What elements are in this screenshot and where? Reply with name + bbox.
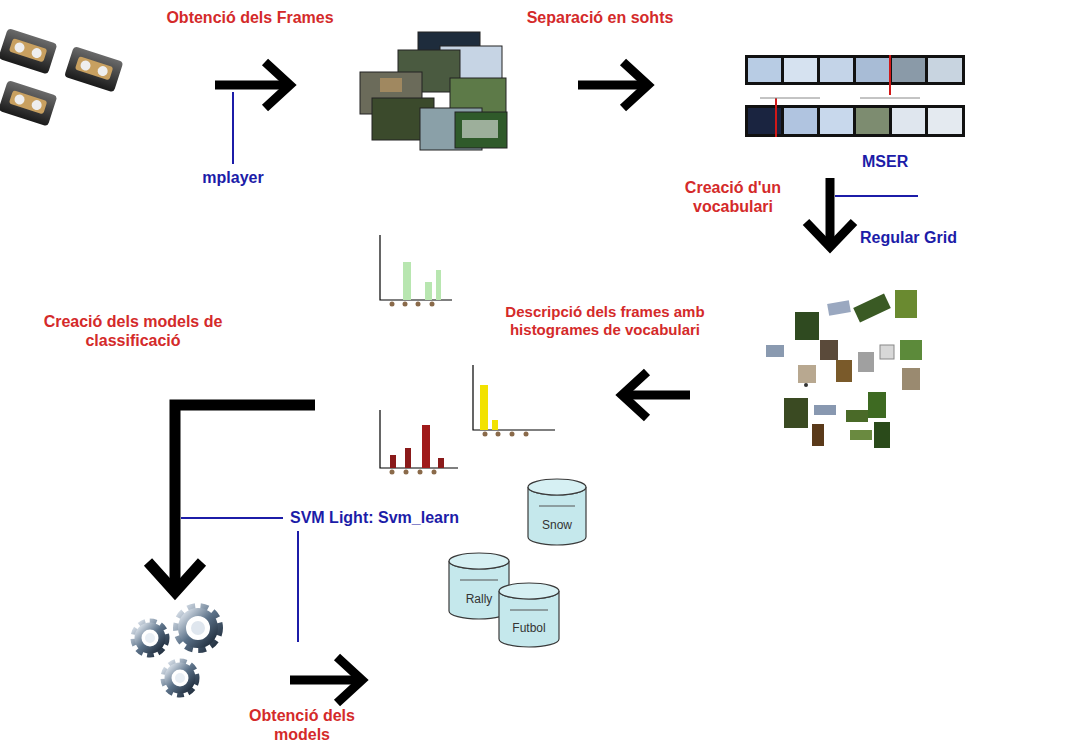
flow-arrow bbox=[290, 657, 362, 703]
frame-stack bbox=[360, 32, 507, 150]
database-label: Rally bbox=[466, 592, 493, 606]
step-label: Creació d'un vocabulari bbox=[668, 178, 798, 216]
vocabulary-patches bbox=[766, 290, 922, 448]
database-label: Snow bbox=[542, 518, 572, 532]
step-label: Obtenció dels models bbox=[237, 706, 367, 744]
histograms bbox=[380, 235, 555, 475]
database-cylinder: Snow bbox=[527, 478, 587, 546]
step-label: Descripció dels frames amb histogrames d… bbox=[480, 303, 730, 339]
flow-arrow bbox=[578, 62, 648, 108]
tool-label: MSER bbox=[862, 152, 908, 171]
leader-line bbox=[232, 92, 234, 164]
step-label: Obtenció dels Frames bbox=[166, 8, 333, 27]
step-label: Separació en sohts bbox=[527, 8, 674, 27]
flow-arrow bbox=[215, 62, 290, 108]
database-cylinder: Futbol bbox=[498, 582, 560, 648]
leader-line bbox=[297, 531, 299, 642]
flow-arrow bbox=[622, 372, 690, 418]
flow-arrow bbox=[148, 405, 315, 592]
cylinder-shape bbox=[498, 582, 560, 648]
gears-icon bbox=[135, 608, 218, 693]
tool-label: mplayer bbox=[202, 168, 263, 187]
leader-line bbox=[181, 517, 283, 519]
tool-label: SVM Light: Svm_learn bbox=[290, 508, 459, 527]
step-label: Creació dels models de classificació bbox=[43, 312, 223, 350]
tool-label: Regular Grid bbox=[860, 228, 957, 247]
video-tapes bbox=[0, 28, 123, 127]
shot-strips bbox=[745, 55, 965, 137]
cylinder-shape bbox=[527, 478, 587, 546]
flow-arrow bbox=[806, 178, 854, 247]
leader-line bbox=[835, 195, 918, 197]
database-label: Futbol bbox=[512, 621, 545, 635]
